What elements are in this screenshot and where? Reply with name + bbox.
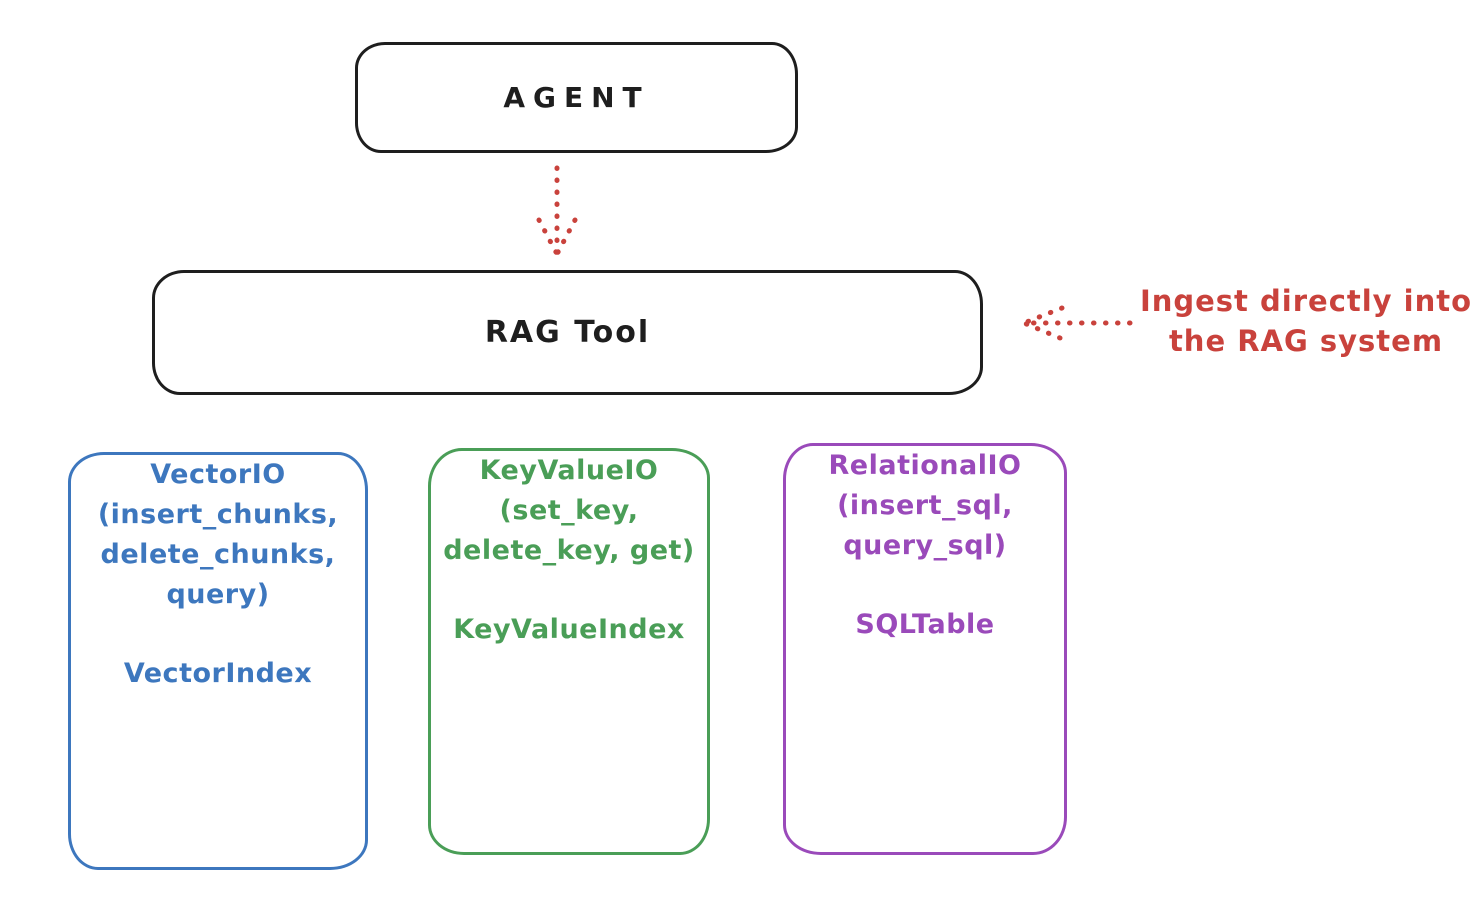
ingest-annotation-line2: the RAG system <box>1168 324 1444 358</box>
keyvalue-io-line: (set_key, <box>499 495 639 526</box>
rag-tool-box: RAG Tool <box>152 270 983 395</box>
relational-io-line: RelationalIO <box>828 450 1022 481</box>
vector-io-line: delete_chunks, <box>100 539 336 570</box>
agent-label: AGENT <box>503 81 650 114</box>
ingest-annotation: Ingest directly into the RAG system <box>1138 281 1474 361</box>
keyvalue-io-line: KeyValueIO <box>479 455 659 486</box>
vector-io-line: (insert_chunks, <box>97 499 339 530</box>
arrow-down-icon <box>536 165 578 257</box>
vector-index-label: VectorIndex <box>123 658 313 689</box>
arrow-left-icon <box>1021 305 1133 341</box>
relational-io-box: RelationalIO (insert_sql, query_sql) SQL… <box>783 443 1067 855</box>
ingest-annotation-line1: Ingest directly into <box>1139 284 1473 318</box>
relational-io-line: query_sql) <box>843 530 1007 561</box>
keyvalue-io-line: delete_key, get) <box>443 535 695 566</box>
keyvalue-io-box: KeyValueIO (set_key, delete_key, get) Ke… <box>428 448 710 855</box>
rag-tool-label: RAG Tool <box>484 315 651 350</box>
sql-table-label: SQLTable <box>855 609 995 640</box>
vector-io-line: VectorIO <box>150 459 286 490</box>
agent-box: AGENT <box>355 42 798 153</box>
vector-io-line: query) <box>166 579 270 610</box>
vector-io-box: VectorIO (insert_chunks, delete_chunks, … <box>68 452 368 870</box>
relational-io-line: (insert_sql, <box>837 490 1013 521</box>
keyvalue-index-label: KeyValueIndex <box>453 614 685 645</box>
